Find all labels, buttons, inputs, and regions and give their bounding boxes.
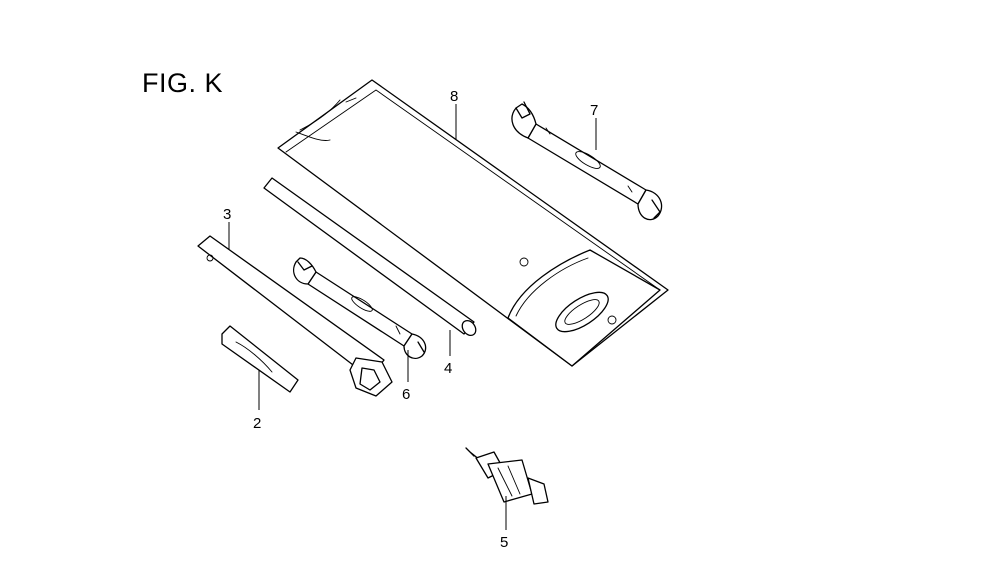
small-wrench-drawing: [293, 257, 427, 360]
plug-socket-wrench-drawing: [197, 235, 393, 397]
part-label-4: 4: [444, 360, 452, 377]
part-label-8: 8: [450, 88, 458, 105]
spark-plug-drawing: [465, 447, 549, 505]
bar-drawing: [263, 177, 477, 337]
part-label-6: 6: [402, 386, 410, 403]
part-label-5: 5: [500, 534, 508, 551]
open-end-wrench-drawing: [511, 101, 663, 221]
part-label-2: 2: [253, 415, 261, 432]
tool-bag-drawing: [277, 79, 669, 367]
plug-wrench-handle-drawing: [221, 325, 299, 393]
part-label-3: 3: [223, 206, 231, 223]
figure-title: FIG. K: [142, 68, 224, 98]
part-label-7: 7: [590, 102, 598, 119]
